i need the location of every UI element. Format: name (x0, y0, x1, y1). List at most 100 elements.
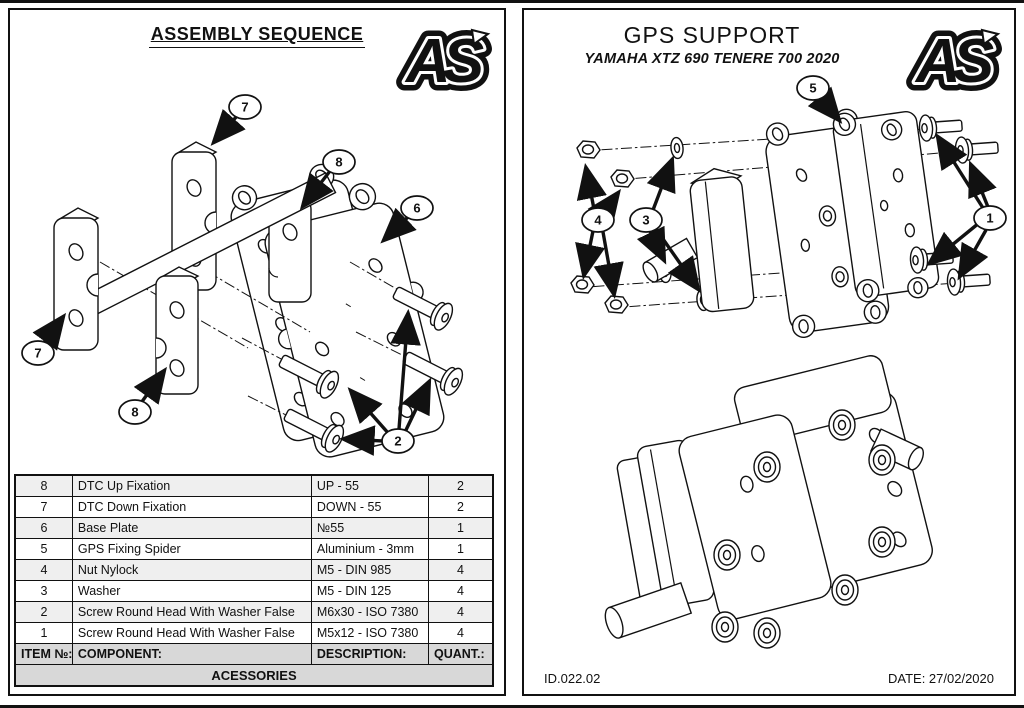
callout-arrow (926, 221, 981, 267)
cell-description: Aluminium - 3mm (310, 538, 429, 560)
svg-text:7: 7 (34, 346, 41, 361)
svg-text:3: 3 (642, 213, 649, 228)
cell-description: M5x12 - ISO 7380 (310, 622, 429, 644)
cell-component: GPS Fixing Spider (71, 538, 312, 560)
document-id: ID.022.02 (544, 671, 601, 686)
callout-2: 2 (381, 428, 415, 454)
callout-arrow (347, 387, 391, 436)
callout-arrow (654, 228, 701, 294)
svg-text:1: 1 (986, 211, 993, 226)
cell-item: 3 (14, 580, 73, 602)
table-row: 6 Base Plate №55 1 (14, 517, 494, 539)
gps-mount-block (642, 167, 755, 313)
svg-text:8: 8 (131, 405, 138, 420)
nut-nylock (604, 295, 629, 314)
assembly-title: ASSEMBLY SEQUENCE (148, 24, 366, 48)
assembly-sequence-sheet: ASSEMBLY SEQUENCE AS AS AS (8, 8, 506, 696)
callout-arrow (587, 188, 621, 227)
svg-text:5: 5 (809, 81, 816, 96)
callout-8-bottom: 8 (118, 399, 152, 425)
cell-item: 7 (14, 496, 73, 518)
document-date: DATE: 27/02/2020 (888, 671, 994, 686)
gps-subtitle: YAMAHA XTZ 690 TENERE 700 2020 (584, 51, 840, 67)
callout-arrow (575, 230, 606, 280)
assembled-screw-boss (868, 526, 896, 558)
callout-7-top: 7 (228, 94, 262, 120)
table-row: 5 GPS Fixing Spider Aluminium - 3mm 1 (14, 538, 494, 560)
cell-item: 6 (14, 517, 73, 539)
table-row: 2 Screw Round Head With Washer False M6x… (14, 601, 494, 623)
cell-item: 8 (14, 474, 73, 497)
cell-quantity: 2 (427, 474, 494, 497)
cell-component: DTC Down Fixation (71, 496, 312, 518)
cell-component: Base Plate (71, 517, 312, 539)
callout-arrow (646, 155, 676, 211)
svg-text:8: 8 (335, 155, 342, 170)
cell-component: DTC Up Fixation (71, 474, 312, 497)
as-logo-core: AS (914, 27, 994, 96)
cell-quantity: 4 (427, 559, 494, 581)
screw-m5x12 (917, 111, 964, 143)
callout-arrow (957, 229, 989, 281)
cell-component: Screw Round Head With Washer False (71, 601, 312, 623)
bracket-axis-dash (207, 271, 311, 333)
screw-m5x12 (953, 133, 1000, 165)
callout-arrow (401, 377, 432, 431)
header-quantity: QUANT.: (427, 643, 494, 665)
callout-arrow (210, 108, 246, 146)
table-header-row: ITEM №: COMPONENT: DESCRIPTION: QUANT.: (14, 643, 494, 665)
assembly-exploded-diagram: 7 8 6 7 8 2 (21, 94, 467, 458)
header-component: COMPONENT: (71, 643, 312, 665)
callout-8-top: 8 (322, 149, 356, 175)
assembled-screw-boss (753, 617, 781, 649)
callout-arrow (380, 207, 417, 244)
gps-support-diagram: 5 4 3 1 (570, 75, 1007, 649)
title-block-footer: ID.022.02 DATE: 27/02/2020 (524, 671, 1014, 686)
callout-arrow (299, 169, 334, 211)
table-row: 4 Nut Nylock M5 - DIN 985 4 (14, 559, 494, 581)
cell-description: M6x30 - ISO 7380 (310, 601, 429, 623)
table-row: 1 Screw Round Head With Washer False M5x… (14, 622, 494, 644)
callout-5: 5 (796, 75, 830, 101)
header-item: ITEM №: (14, 643, 73, 665)
cell-description: M5 - DIN 125 (310, 580, 429, 602)
cell-quantity: 1 (427, 538, 494, 560)
cell-quantity: 2 (427, 496, 494, 518)
nut-nylock (576, 140, 601, 159)
callout-arrow (32, 312, 67, 351)
table-row: 3 Washer M5 - DIN 125 4 (14, 580, 494, 602)
svg-text:6: 6 (413, 201, 420, 216)
callout-arrow (968, 160, 997, 208)
gps-title-wrap: GPS SUPPORT YAMAHA XTZ 690 TENERE 700 20… (542, 22, 882, 67)
dtc-up-fixation-block-bottom (155, 266, 200, 395)
assembled-screw-boss (711, 611, 739, 643)
callout-arrow (636, 225, 667, 265)
cell-component: Screw Round Head With Washer False (71, 622, 312, 644)
cell-item: 4 (14, 559, 73, 581)
callout-arrow (390, 308, 421, 430)
callout-arrow (338, 425, 384, 456)
assembled-screw-boss (753, 451, 781, 483)
as-logo-right-svg: AS AS AS (905, 19, 1010, 105)
header-description: DESCRIPTION: (310, 643, 429, 665)
assembled-screw-boss (828, 409, 856, 441)
as-logo-left: AS AS AS (390, 18, 500, 106)
cell-item: 5 (14, 538, 73, 560)
table-footer-row: ACESSORIES (14, 664, 494, 687)
cell-description: DOWN - 55 (310, 496, 429, 518)
assembled-screw-boss (713, 539, 741, 571)
cell-description: UP - 55 (310, 474, 429, 497)
callout-1: 1 (973, 205, 1007, 231)
assembled-screw-boss (831, 574, 859, 606)
cell-quantity: 4 (427, 580, 494, 602)
cell-description: M5 - DIN 985 (310, 559, 429, 581)
svg-text:7: 7 (241, 100, 248, 115)
as-logo-right: AS AS AS (900, 18, 1010, 106)
assembled-screw-boss (868, 444, 896, 476)
callout-3: 3 (629, 207, 663, 233)
table-row: 8 DTC Up Fixation UP - 55 2 (14, 474, 494, 497)
cell-description: №55 (310, 517, 429, 539)
cell-item: 1 (14, 622, 73, 644)
as-logo-arrow-icon (470, 28, 491, 46)
